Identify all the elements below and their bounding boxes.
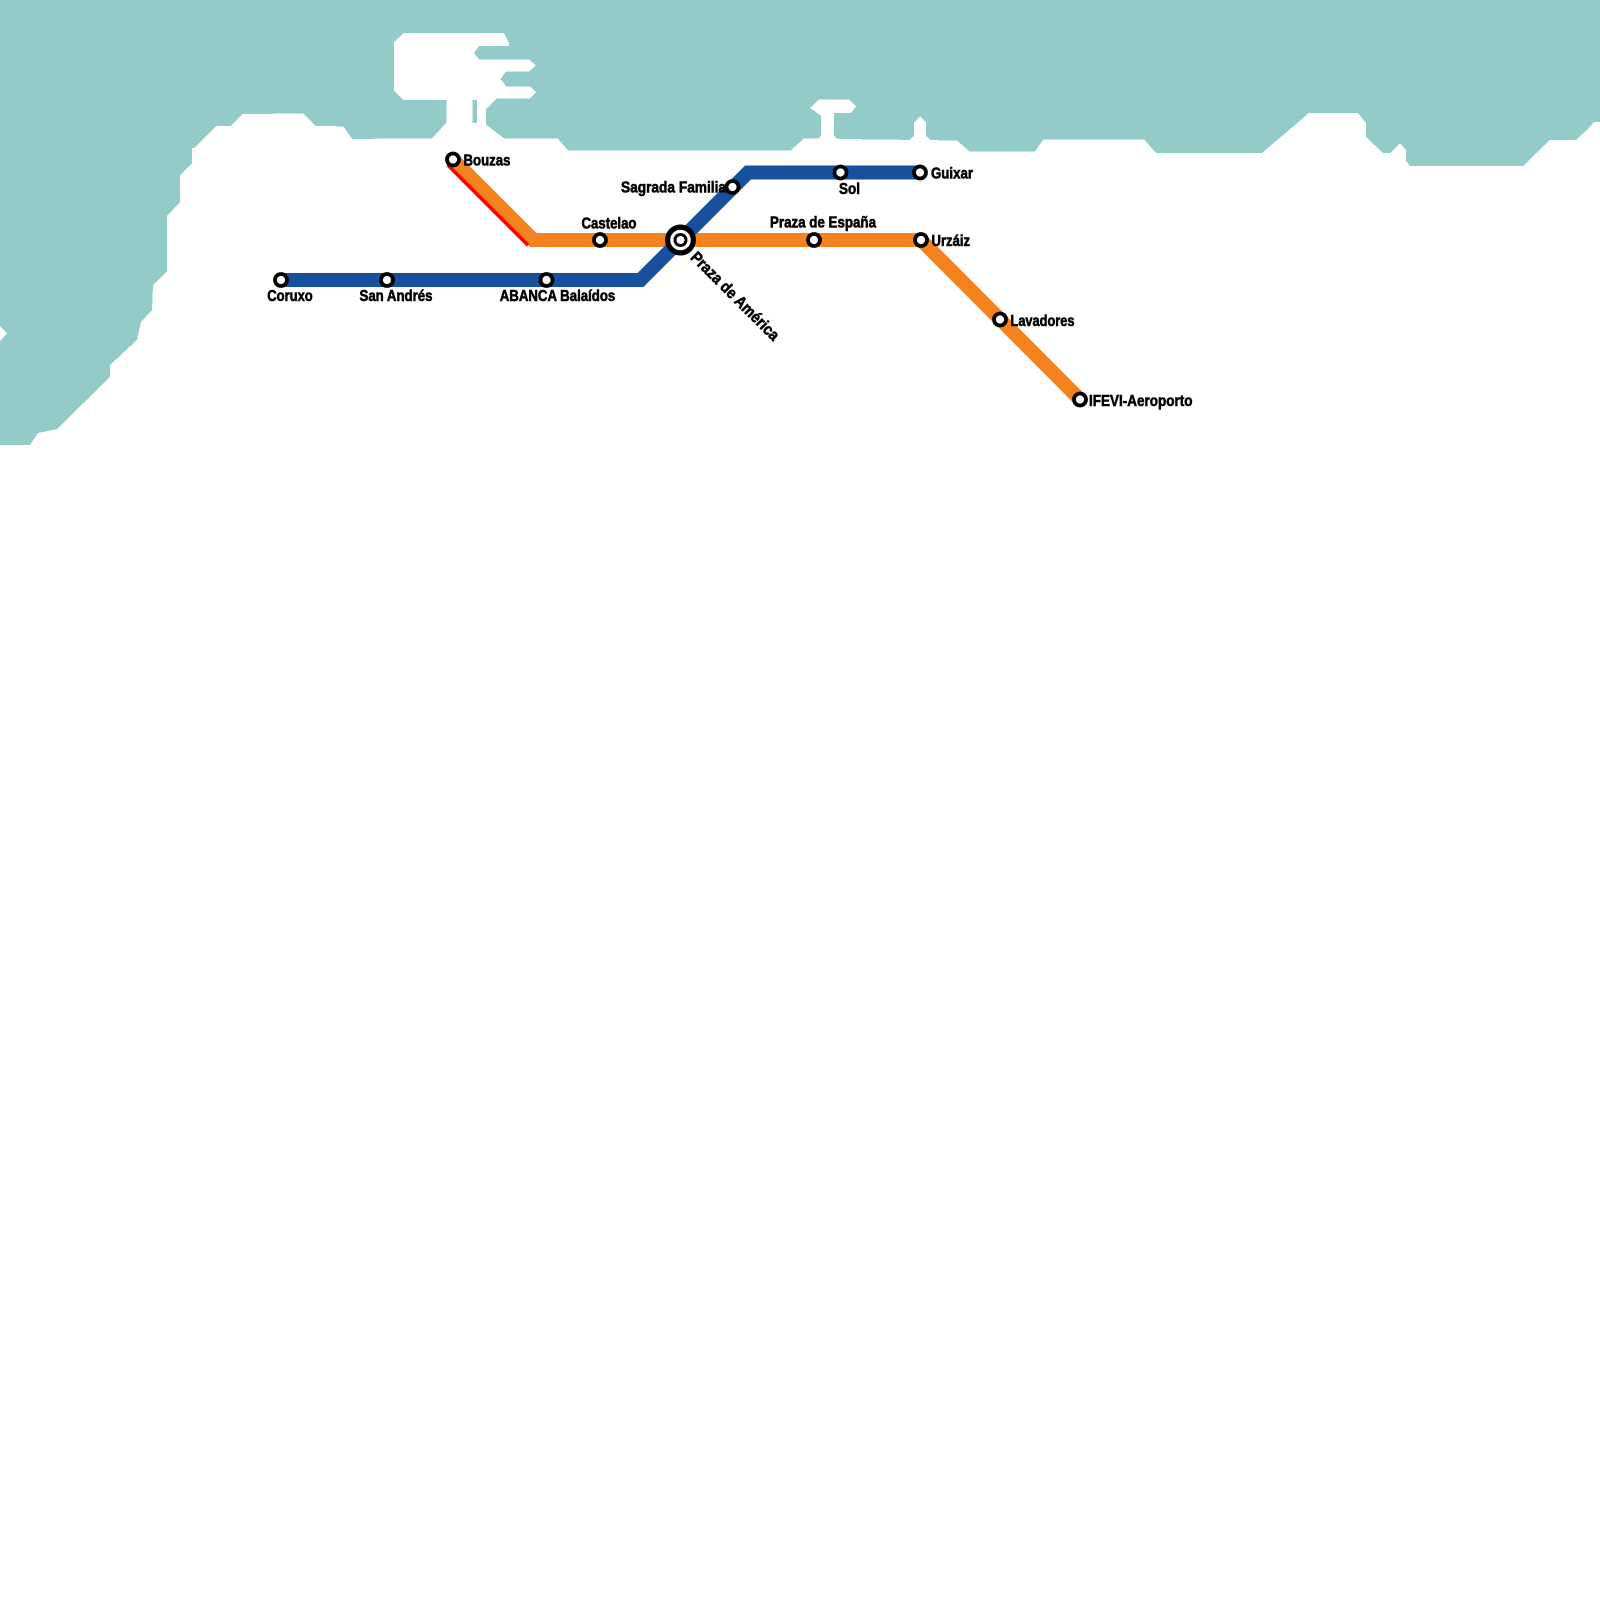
svg-text:San Andrés: San Andrés (360, 288, 433, 305)
svg-text:ABANCA Balaídos: ABANCA Balaídos (500, 288, 616, 305)
svg-text:Sagrada Familia: Sagrada Familia (621, 179, 726, 196)
svg-text:IFEVI-Aeroporto: IFEVI-Aeroporto (1089, 393, 1193, 410)
svg-text:Lavadores: Lavadores (1011, 313, 1075, 330)
svg-text:Urzáiz: Urzáiz (932, 233, 971, 250)
svg-text:Coruxo: Coruxo (267, 288, 313, 305)
svg-text:Bouzas: Bouzas (464, 153, 511, 170)
svg-text:Sol: Sol (839, 181, 860, 198)
svg-text:Praza de España: Praza de España (770, 215, 876, 232)
svg-text:Guixar: Guixar (931, 166, 973, 183)
svg-text:Castelao: Castelao (582, 216, 637, 233)
